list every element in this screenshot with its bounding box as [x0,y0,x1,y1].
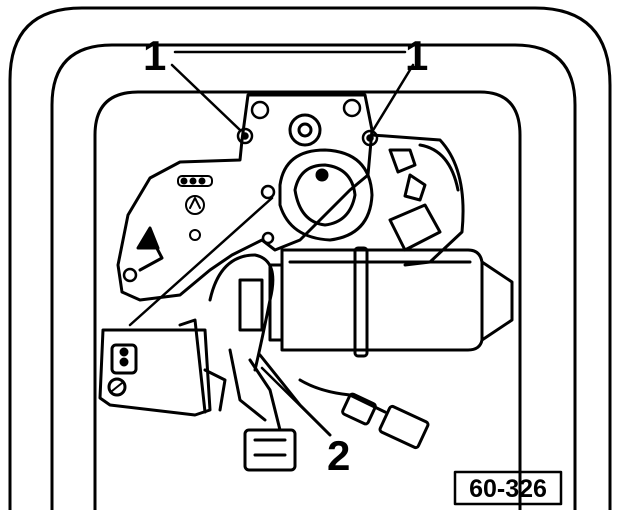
mounting-plate [116,93,374,302]
figure-reference-label: 60-326 [469,475,547,503]
connector-plug-lower [243,428,297,472]
callout-label-b: 1 [405,32,428,79]
screw-callout-right [361,129,379,147]
screw-top-left [250,100,270,120]
screw-callout-left [236,127,254,145]
figure-reference: 60-326 [453,470,563,506]
wiring-harness [203,253,387,437]
mounting-screws [122,98,379,283]
callout-leaders [170,50,415,437]
screw-top-right [342,98,362,118]
relay-box [98,318,212,417]
motor [268,246,514,358]
callout-label-c: 2 [327,432,350,479]
gear-housing [278,113,374,242]
callout-label-a: 1 [143,32,166,79]
frame-outline [8,6,612,510]
linkage [370,133,465,267]
connector-plug-right [341,392,430,450]
pointer-line [128,196,274,327]
